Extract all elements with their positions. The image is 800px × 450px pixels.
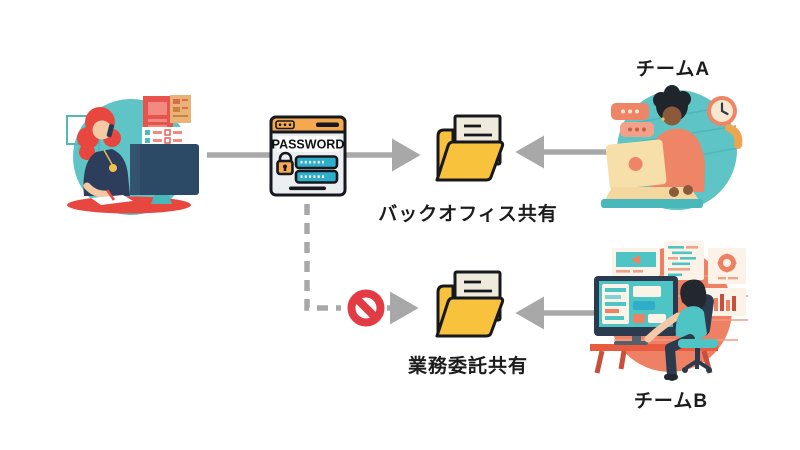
desktop-monitor bbox=[130, 144, 199, 204]
team-b-person bbox=[644, 279, 718, 381]
backoffice-share-label: バックオフィス共有 bbox=[378, 204, 558, 225]
password-field bbox=[294, 169, 339, 184]
folder-outsourcing-icon bbox=[435, 270, 505, 338]
team-a-illustration bbox=[601, 85, 743, 210]
password-field bbox=[294, 155, 339, 170]
video-panel bbox=[612, 248, 660, 276]
pencil bbox=[105, 189, 116, 201]
operator-person bbox=[77, 107, 130, 198]
paper bbox=[91, 195, 133, 205]
password-title: PASSWORD bbox=[272, 138, 345, 152]
code-panel bbox=[664, 241, 704, 280]
password-window-icon: PASSWORD bbox=[269, 115, 347, 197]
dashed-blocked-path bbox=[304, 204, 341, 311]
speech-bubble-icon bbox=[611, 103, 654, 137]
team-b-label: チームB bbox=[633, 391, 709, 412]
team-a-label: チームA bbox=[635, 59, 711, 80]
team-b-illustration bbox=[590, 241, 748, 381]
operator-illustration bbox=[66, 95, 199, 215]
window-dots bbox=[275, 120, 295, 130]
prohibition-icon bbox=[346, 288, 386, 328]
clock-icon bbox=[707, 96, 737, 126]
folder-backoffice-icon bbox=[435, 114, 505, 182]
laptop-icon bbox=[601, 139, 703, 208]
phone-handset-icon bbox=[725, 124, 743, 149]
workstation-monitor bbox=[594, 276, 678, 345]
lock-icon bbox=[276, 151, 294, 176]
outsourcing-share-label: 業務委託共有 bbox=[407, 356, 529, 377]
wall-notes bbox=[170, 95, 191, 123]
chart-panel bbox=[702, 288, 746, 316]
gear-panel bbox=[708, 248, 746, 284]
